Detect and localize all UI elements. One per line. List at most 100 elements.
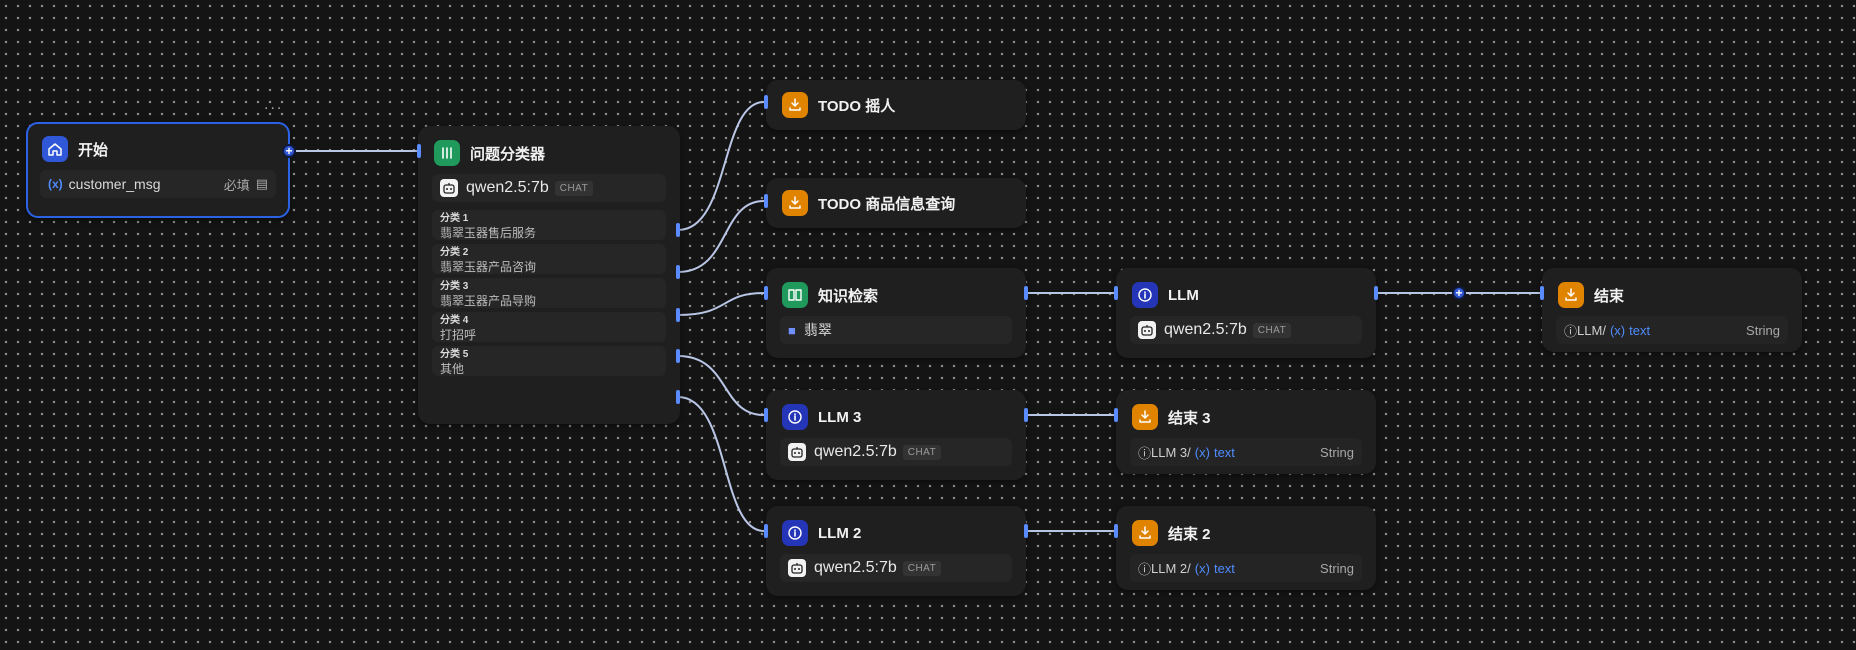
knowledge-input-port[interactable] — [764, 286, 768, 300]
edge-class3-knowledge — [677, 292, 765, 316]
ref-variable: text — [1629, 322, 1651, 338]
llm3-node[interactable]: LLM 3 qwen2.5:7b CHAT — [766, 390, 1026, 480]
class5-output-port[interactable] — [676, 390, 680, 404]
output-reference: ⓘ LLM/ (x) text — [1564, 322, 1651, 339]
dataset-row[interactable]: ■ 翡翠 — [780, 316, 1012, 344]
node-title: 开始 — [78, 141, 109, 159]
llm3-input-port[interactable] — [764, 408, 768, 422]
model-row[interactable]: qwen2.5:7b CHAT — [780, 438, 1012, 466]
class-label: 分类 4 — [440, 315, 469, 326]
variable-icon: (x) — [1609, 322, 1626, 338]
todo-query-input-port[interactable] — [764, 194, 768, 208]
llm2-output-port[interactable] — [1024, 524, 1028, 538]
node-title: 结束 3 — [1168, 409, 1211, 427]
type-label: String — [1320, 560, 1354, 576]
llm-node[interactable]: LLM qwen2.5:7b CHAT — [1116, 268, 1376, 358]
model-name: qwen2.5:7b — [466, 179, 549, 196]
classifier-node[interactable]: 问题分类器 qwen2.5:7b CHAT 分类 1 翡翠玉器售后服务 分类 2… — [418, 126, 680, 424]
class1-output-port[interactable] — [676, 223, 680, 237]
end2-input-port[interactable] — [1114, 524, 1118, 538]
ref-source: LLM 2 — [1151, 560, 1188, 576]
model-row[interactable]: qwen2.5:7b CHAT — [432, 174, 666, 202]
node-title: TODO 商品信息查询 — [818, 195, 956, 213]
chat-badge: CHAT — [902, 560, 942, 576]
end3-node[interactable]: 结束 3 ⓘ LLM 3/ (x) text String — [1116, 390, 1376, 474]
output-variable-row[interactable]: ⓘ LLM 2/ (x) text String — [1130, 554, 1362, 582]
model-row[interactable]: qwen2.5:7b CHAT — [780, 554, 1012, 582]
model-row[interactable]: qwen2.5:7b CHAT — [1130, 316, 1362, 344]
robot-icon — [1138, 321, 1156, 339]
model-name: qwen2.5:7b — [814, 559, 897, 576]
class-value: 打招呼 — [440, 328, 477, 342]
variable-icon: (x) — [1194, 560, 1210, 576]
robot-icon — [788, 443, 806, 461]
class-item[interactable]: 分类 4 打招呼 — [432, 312, 666, 342]
folder-icon: ■ — [788, 322, 796, 338]
info-icon — [782, 520, 808, 546]
edge-class1-todo-human — [677, 101, 765, 231]
end-input-port[interactable] — [1540, 286, 1544, 300]
output-reference: ⓘ LLM 3/ (x) text — [1138, 444, 1235, 461]
knowledge-node[interactable]: 知识检索 ■ 翡翠 — [766, 268, 1026, 358]
todo-query-node[interactable]: TODO 商品信息查询 — [766, 178, 1026, 228]
llm2-input-port[interactable] — [764, 524, 768, 538]
edge-class2-todo-query — [677, 200, 765, 273]
split-icon — [434, 140, 460, 166]
class-label: 分类 5 — [440, 349, 469, 360]
class-label: 分类 1 — [440, 213, 469, 224]
end3-input-port[interactable] — [1114, 408, 1118, 422]
dataset-name: 翡翠 — [803, 322, 832, 338]
class-value: 翡翠玉器售后服务 — [440, 226, 537, 240]
info-icon: ⓘ — [1138, 445, 1152, 461]
required-label: 必填 — [223, 177, 250, 193]
start-node[interactable]: 开始 (x) customer_msg 必填 ▤ — [26, 122, 290, 218]
class-item[interactable]: 分类 2 翡翠玉器产品咨询 — [432, 244, 666, 274]
chat-badge: CHAT — [902, 444, 942, 460]
info-icon — [782, 404, 808, 430]
variable-icon: (x) — [48, 177, 63, 191]
download-icon — [1558, 282, 1584, 308]
ref-source: LLM — [1577, 322, 1603, 338]
node-menu-dots[interactable]: ... — [264, 96, 284, 113]
model-name: qwen2.5:7b — [814, 443, 897, 460]
output-reference: ⓘ LLM 2/ (x) text — [1138, 560, 1235, 577]
output-variable-row[interactable]: ⓘ LLM/ (x) text String — [1556, 316, 1788, 344]
llm-input-port[interactable] — [1114, 286, 1118, 300]
edge-class4-llm3 — [677, 355, 765, 416]
variable-name: customer_msg — [68, 176, 161, 192]
download-icon — [782, 92, 808, 118]
class-item[interactable]: 分类 3 翡翠玉器产品导购 — [432, 278, 666, 308]
info-icon: ⓘ — [1564, 323, 1578, 339]
end2-node[interactable]: 结束 2 ⓘ LLM 2/ (x) text String — [1116, 506, 1376, 590]
download-icon — [1132, 520, 1158, 546]
node-title: LLM 2 — [818, 524, 862, 542]
text-type-icon: ▤ — [255, 176, 268, 191]
node-title: LLM — [1168, 286, 1199, 304]
output-variable-row[interactable]: ⓘ LLM 3/ (x) text String — [1130, 438, 1362, 466]
model-name: qwen2.5:7b — [1164, 321, 1247, 338]
book-icon — [782, 282, 808, 308]
classifier-input-port[interactable] — [417, 144, 421, 158]
todo-human-node[interactable]: TODO 摇人 — [766, 80, 1026, 130]
start-add-handle[interactable]: + — [282, 144, 296, 158]
class-item[interactable]: 分类 5 其他 — [432, 346, 666, 376]
knowledge-output-port[interactable] — [1024, 286, 1028, 300]
ref-variable: text — [1213, 444, 1235, 460]
class-item[interactable]: 分类 1 翡翠玉器售后服务 — [432, 210, 666, 240]
todo-human-input-port[interactable] — [764, 95, 768, 109]
llm3-output-port[interactable] — [1024, 408, 1028, 422]
llm-add-handle[interactable]: + — [1452, 286, 1466, 300]
edge-class5-llm2 — [677, 396, 765, 532]
class3-output-port[interactable] — [676, 308, 680, 322]
node-title: 结束 2 — [1168, 525, 1211, 543]
home-icon — [42, 136, 68, 162]
llm-output-port[interactable] — [1374, 286, 1378, 300]
info-icon — [1132, 282, 1158, 308]
llm2-node[interactable]: LLM 2 qwen2.5:7b CHAT — [766, 506, 1026, 596]
class2-output-port[interactable] — [676, 265, 680, 279]
node-title: 结束 — [1594, 287, 1625, 305]
class4-output-port[interactable] — [676, 349, 680, 363]
end-node[interactable]: 结束 ⓘ LLM/ (x) text String — [1542, 268, 1802, 352]
robot-icon — [788, 559, 806, 577]
start-variable-row[interactable]: (x) customer_msg 必填 ▤ — [40, 170, 276, 198]
